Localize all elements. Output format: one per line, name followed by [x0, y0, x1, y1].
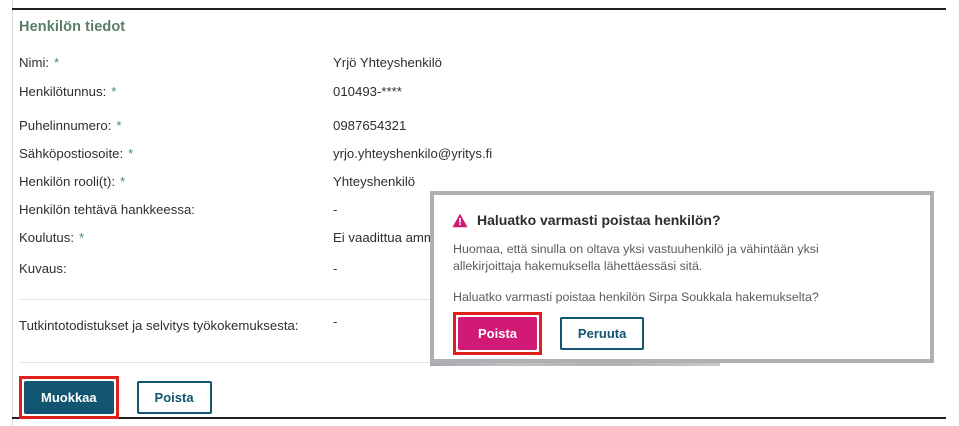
- field-label-kuvaus: Kuvaus:: [19, 261, 67, 276]
- edit-button-highlight: Muokkaa: [19, 376, 119, 419]
- warning-triangle-icon: [452, 213, 468, 227]
- top-rule: [12, 8, 946, 10]
- dialog-question: Haluatko varmasti poistaa henkilön Sirpa…: [453, 290, 819, 304]
- field-label-tehtava-hankkeessa: Henkilön tehtävä hankkeessa:: [19, 202, 195, 217]
- field-label-nimi: Nimi:*: [19, 55, 60, 70]
- cancel-button[interactable]: Peruuta: [559, 317, 645, 350]
- page-title: Henkilön tiedot: [19, 19, 126, 35]
- required-indicator: *: [116, 118, 122, 133]
- field-row-rooli: Henkilön rooli(t):* Yhteyshenkilö: [19, 174, 919, 192]
- field-row-henkilotunnus: Henkilötunnus:* 010493-****: [19, 84, 919, 102]
- delete-confirmation-dialog: Haluatko varmasti poistaa henkilön? Huom…: [430, 191, 934, 363]
- attachment-label: Tutkintotodistukset ja selvitys työkokem…: [19, 318, 299, 333]
- required-indicator: *: [111, 84, 117, 99]
- required-indicator: *: [128, 146, 134, 161]
- field-value-henkilotunnus: 010493-****: [333, 84, 402, 99]
- dialog-title: Haluatko varmasti poistaa henkilön?: [477, 212, 721, 228]
- field-row-nimi: Nimi:* Yrjö Yhteyshenkilö: [19, 55, 919, 73]
- required-indicator: *: [54, 55, 60, 70]
- required-indicator: *: [79, 230, 85, 245]
- required-indicator: *: [120, 174, 126, 189]
- field-label-koulutus: Koulutus:*: [19, 230, 85, 245]
- delete-button[interactable]: Poista: [136, 381, 212, 414]
- field-row-koulutus: Koulutus:* Ei vaadittua amm: [19, 230, 919, 248]
- field-label-puhelinnumero: Puhelinnumero:*: [19, 118, 122, 133]
- field-row-kuvaus: Kuvaus: -: [19, 261, 919, 279]
- dialog-actions: Poista Peruuta: [453, 312, 645, 355]
- field-row-sahkopostiosoite: Sähköpostiosoite:* yrjo.yhteyshenkilo@yr…: [19, 146, 919, 164]
- dialog-note: Huomaa, että sinulla on oltava yksi vast…: [453, 242, 819, 273]
- field-row-tehtava-hankkeessa: Henkilön tehtävä hankkeessa: -: [19, 202, 919, 220]
- edit-button[interactable]: Muokkaa: [24, 381, 114, 414]
- bottom-rule: [12, 417, 946, 419]
- field-label-henkilotunnus: Henkilötunnus:*: [19, 84, 117, 99]
- field-value-tehtava-hankkeessa: -: [333, 202, 338, 217]
- dialog-header: Haluatko varmasti poistaa henkilön?: [452, 212, 721, 228]
- field-value-kuvaus: -: [333, 261, 338, 276]
- confirm-delete-button[interactable]: Poista: [458, 317, 538, 350]
- attachment-value: -: [333, 314, 338, 329]
- field-value-puhelinnumero: 0987654321: [333, 118, 407, 133]
- footer-actions: Muokkaa Poista: [19, 376, 212, 419]
- field-value-nimi: Yrjö Yhteyshenkilö: [333, 55, 442, 70]
- field-row-puhelinnumero: Puhelinnumero:* 0987654321: [19, 118, 919, 136]
- field-label-rooli: Henkilön rooli(t):*: [19, 174, 126, 189]
- field-value-sahkopostiosoite: yrjo.yhteyshenkilo@yritys.fi: [333, 146, 493, 161]
- field-value-koulutus: Ei vaadittua amm: [333, 230, 435, 245]
- page-left-border: [12, 0, 13, 426]
- field-label-sahkopostiosoite: Sähköpostiosoite:*: [19, 146, 134, 161]
- field-value-rooli: Yhteyshenkilö: [333, 174, 416, 189]
- confirm-delete-button-highlight: Poista: [453, 312, 543, 355]
